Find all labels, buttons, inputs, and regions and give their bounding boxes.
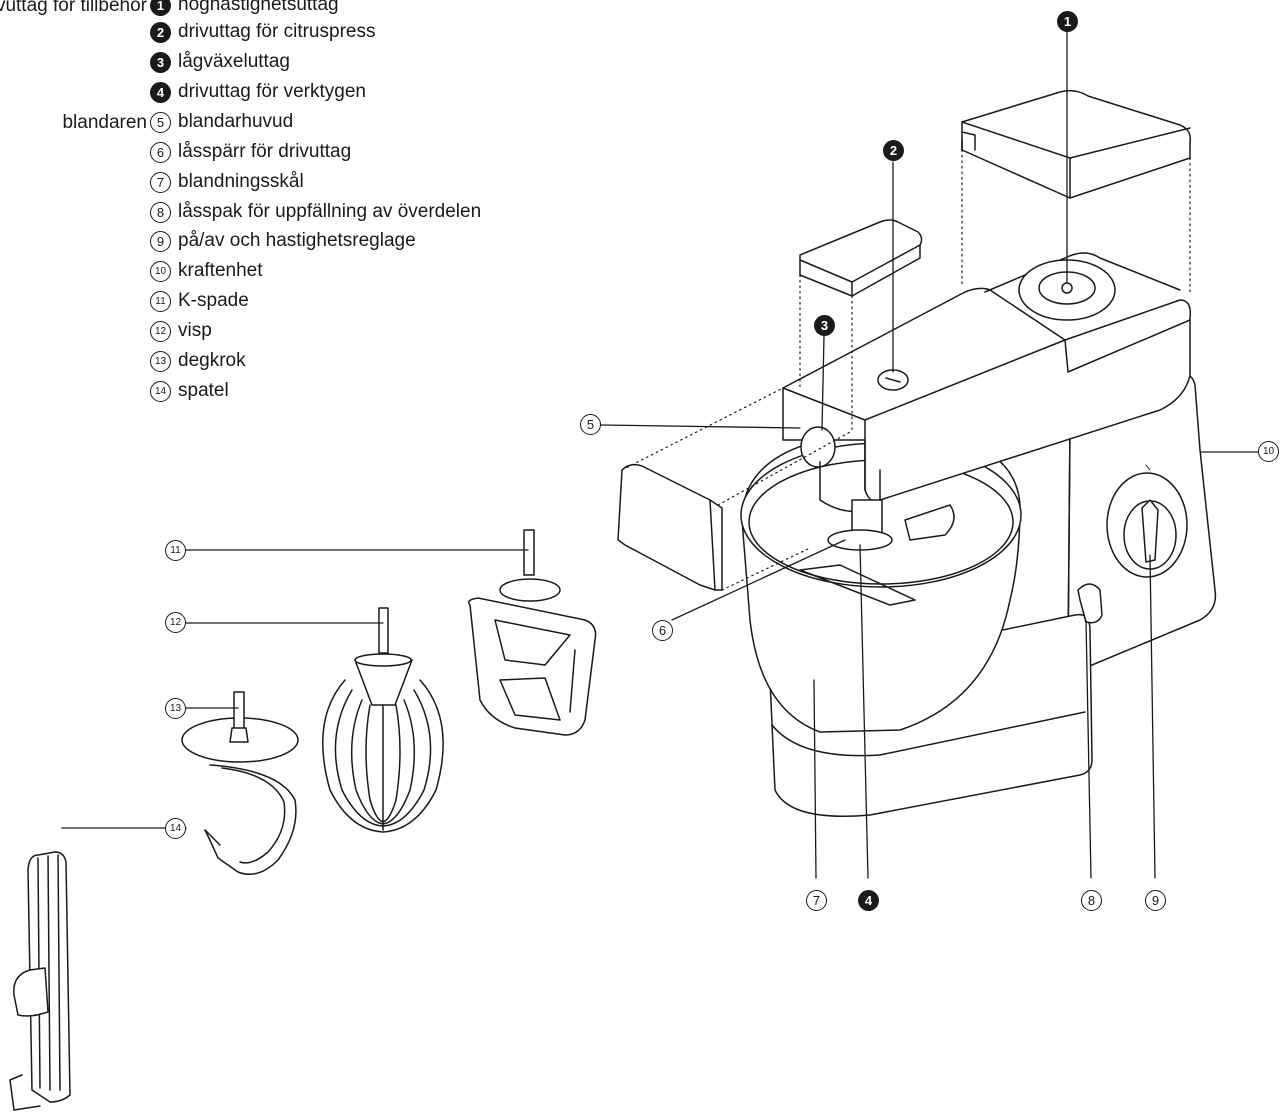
slow-speed-outlet-cover [617, 463, 723, 591]
legend-badge: 5 [150, 112, 171, 133]
legend-item-text: lågväxeluttag [178, 51, 290, 72]
legend-badge: 14 [150, 381, 171, 402]
callout-9: 9 [1145, 890, 1166, 911]
k-beater-drawing [467, 529, 597, 736]
legend-badge: 9 [150, 231, 171, 252]
legend-badge: 8 [150, 202, 171, 223]
legend-item-text: spatel [178, 380, 229, 401]
high-speed-outlet-cover [961, 89, 1192, 199]
legend-item-text: på/av och hastighetsreglage [178, 230, 416, 251]
callout-11: 11 [165, 540, 186, 561]
callout-14: 14 [165, 818, 186, 839]
legend-badge: 12 [150, 321, 171, 342]
legend-badge: 2 [150, 22, 171, 43]
speed-dial-drawing [1106, 464, 1188, 578]
legend-item-text: visp [178, 320, 212, 341]
legend-item-text: låsspärr för drivuttag [178, 141, 352, 162]
spatula-drawing [9, 851, 71, 1111]
legend-item-text: blandarhuvud [178, 111, 294, 132]
callout-12: 12 [165, 612, 186, 633]
callout-3: 3 [814, 315, 835, 336]
callout-8: 8 [1081, 890, 1102, 911]
dough-hook-drawing [181, 691, 299, 875]
legend-item-text: höghastighetsuttag [178, 0, 339, 15]
legend-badge: 4 [150, 82, 171, 103]
legend-item-text: degkrok [178, 350, 246, 371]
legend-item-text: blandningsskål [178, 171, 304, 192]
callout-5: 5 [580, 414, 601, 435]
legend-badge: 3 [150, 52, 171, 73]
callout-6: 6 [652, 620, 673, 641]
legend-badge: 10 [150, 261, 171, 282]
callout-2: 2 [883, 140, 904, 161]
callout-4: 4 [858, 890, 879, 911]
callout-1: 1 [1057, 11, 1078, 32]
legend-badge: 11 [150, 291, 171, 312]
legend-badge: 1 [150, 0, 171, 16]
legend-item-text: låsspak för uppfällning av överdelen [178, 201, 482, 222]
legend-badge: 6 [150, 142, 171, 163]
whisk-drawing [321, 607, 444, 833]
legend-badge: 13 [150, 351, 171, 372]
callout-7: 7 [806, 890, 827, 911]
mixer-head-drawing [782, 252, 1192, 551]
head-lift-lever-drawing [1077, 583, 1103, 624]
callout-10: 10 [1258, 441, 1279, 462]
legend-group-label: blandaren [62, 112, 147, 133]
legend-item-text: drivuttag för verktygen [178, 81, 366, 102]
callout-13: 13 [165, 698, 186, 719]
legend-item-text: drivuttag för citruspress [178, 21, 376, 42]
assembly-guide-lines [621, 149, 1191, 591]
legend-item-text: kraftenhet [178, 260, 263, 281]
legend-group-label: drivuttag för tillbehör [0, 0, 147, 16]
legend-badge: 7 [150, 172, 171, 193]
citrus-outlet-cover [799, 219, 923, 297]
legend-item-text: K-spade [178, 290, 249, 311]
